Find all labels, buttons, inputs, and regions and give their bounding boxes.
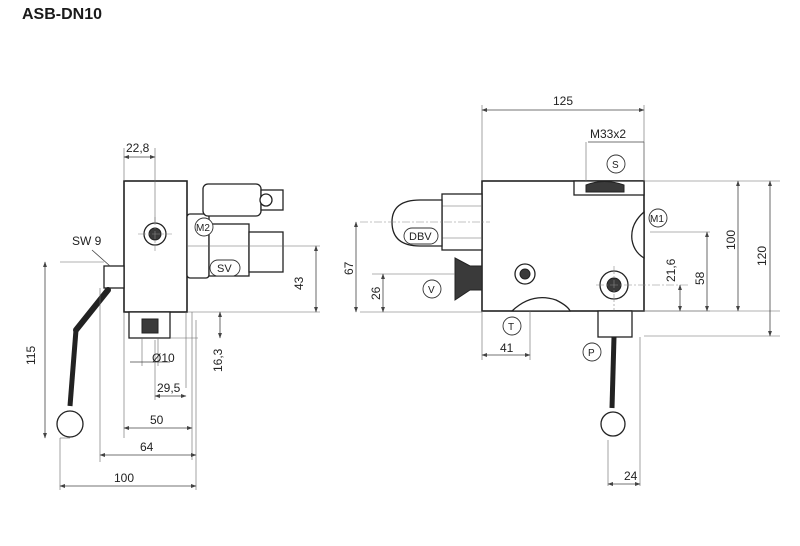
dim-24: 24 bbox=[624, 469, 638, 483]
dim-120: 120 bbox=[755, 246, 769, 266]
front-view: 125 M33x2 67 26 41 21,6 58 100 120 24 bbox=[342, 94, 780, 486]
tag-v: V bbox=[422, 279, 442, 299]
svg-text:P: P bbox=[588, 348, 595, 359]
p-handle-shaft bbox=[609, 336, 617, 409]
drawing-title: ASB-DN10 bbox=[22, 6, 103, 23]
m1-port bbox=[631, 210, 645, 260]
tag-sv: SV bbox=[209, 259, 241, 277]
svg-text:DBV: DBV bbox=[409, 231, 432, 243]
svg-text:SV: SV bbox=[217, 263, 232, 275]
tag-p: P bbox=[582, 342, 602, 362]
p-spigot bbox=[597, 310, 633, 338]
connector-screw bbox=[259, 193, 273, 207]
sw9-nut bbox=[103, 265, 125, 289]
side-view: 22,8 43 SW 9 115 Ø10 16,3 29,5 50 64 100 bbox=[24, 141, 320, 490]
dim-26: 26 bbox=[369, 286, 383, 300]
p-handle-knob bbox=[600, 411, 626, 437]
svg-text:S: S bbox=[612, 160, 619, 171]
sv-coil-cap bbox=[248, 231, 284, 273]
dim-100-right: 100 bbox=[724, 230, 738, 250]
v-knob bbox=[454, 257, 483, 301]
dim-125: 125 bbox=[553, 94, 573, 108]
tag-dbv: DBV bbox=[403, 227, 439, 245]
dim-dia10: Ø10 bbox=[152, 351, 175, 365]
handle-knob bbox=[56, 410, 84, 438]
front-hole-inner bbox=[519, 268, 531, 280]
label-sw9: SW 9 bbox=[72, 234, 102, 248]
side-view-block bbox=[123, 180, 188, 313]
tag-t: T bbox=[502, 316, 522, 336]
dim-100-left: 100 bbox=[114, 471, 134, 485]
svg-text:M2: M2 bbox=[196, 223, 210, 234]
dim-64: 64 bbox=[140, 440, 154, 454]
dim-58: 58 bbox=[693, 271, 707, 285]
dim-29-5: 29,5 bbox=[157, 381, 181, 395]
dim-16-3: 16,3 bbox=[211, 348, 225, 372]
tag-s: S bbox=[606, 154, 626, 174]
handle-shaft bbox=[67, 329, 79, 407]
dim-22-8: 22,8 bbox=[126, 141, 150, 155]
t-port-slot bbox=[510, 297, 571, 312]
svg-text:M1: M1 bbox=[650, 214, 664, 225]
dim-50: 50 bbox=[150, 413, 164, 427]
dim-43: 43 bbox=[292, 276, 306, 290]
dim-115: 115 bbox=[24, 346, 38, 365]
connector-box bbox=[202, 183, 262, 217]
svg-text:T: T bbox=[508, 322, 514, 333]
t-port-bore bbox=[141, 318, 159, 334]
handle-lever bbox=[73, 287, 111, 333]
label-m33x2: M33x2 bbox=[590, 127, 626, 141]
dim-21-6: 21,6 bbox=[664, 258, 678, 282]
tag-m1: M1 bbox=[648, 208, 668, 228]
svg-text:V: V bbox=[428, 285, 435, 296]
dim-41: 41 bbox=[500, 341, 514, 355]
dim-67: 67 bbox=[342, 261, 356, 275]
tag-m2: M2 bbox=[194, 217, 214, 237]
